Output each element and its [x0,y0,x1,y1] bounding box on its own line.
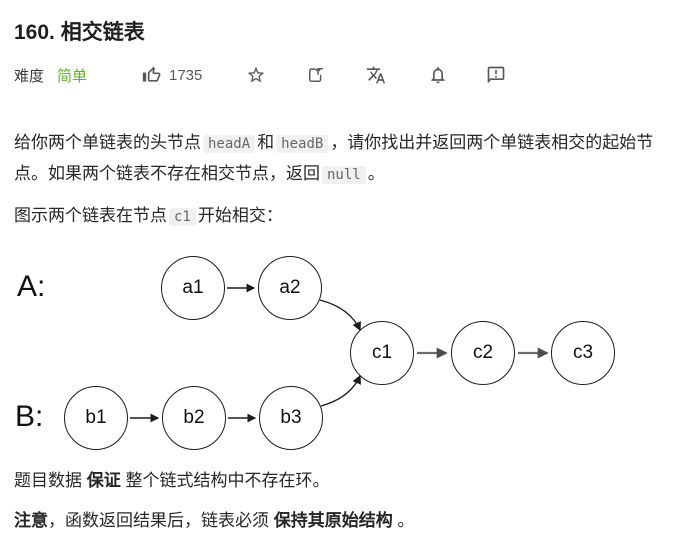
node-label: c1 [371,342,393,363]
note-text: ，函数返回结果后，链表必须 [48,511,274,530]
note-bold: 保证 [86,471,121,490]
statement-text: 。 [367,164,385,183]
arrow-a2-c1 [319,299,361,332]
subscribe-button[interactable] [428,62,448,88]
note-text: 整个链式结构中不存在环。 [120,471,330,490]
caption-text: 图示两个链表在节点 [14,206,167,225]
statement-text: 和 [257,133,275,152]
favorite-button[interactable] [246,62,266,88]
node-label: c3 [572,342,594,363]
translate-icon [366,66,386,84]
caption-text: 开始相交： [197,206,283,225]
translate-button[interactable] [366,62,386,88]
arrow-b3-c1 [320,374,361,407]
inline-code-headB: headB [276,135,329,153]
statement-text: 给你两个单链表的头节点 [14,133,201,152]
feedback-button[interactable] [486,62,506,88]
bell-icon [431,67,445,84]
diagram-arrows [130,283,549,423]
node-a1: a1 [161,256,225,320]
node-label: a2 [279,277,301,298]
like-button[interactable]: 1735 [142,62,202,88]
note-text: 。 [392,511,415,530]
node-label: b2 [183,407,205,428]
node-label: b3 [280,407,302,428]
statement-text: ，请你找出并返回两个单链表相交的起始节点。如果两个链表不存在相交节点，返回 [14,133,654,183]
note-bold: 保持其原始结构 [273,511,393,530]
difficulty-badge: 简单 [57,67,88,85]
star-icon [247,66,265,83]
note-bold: 注意 [14,511,48,530]
linked-list-diagram: A: B: a1 a2 c1 c2 c3 b1 b2 b3 [0,240,674,460]
thumbs-up-icon [142,66,161,82]
share-icon [309,68,323,82]
meta-row: 难度 简单 1735 [0,62,674,88]
node-b2: b2 [162,386,226,450]
node-a2: a2 [258,256,322,320]
node-label: a1 [182,277,204,298]
note-text: 题目数据 [14,471,87,490]
node-c1: c1 [350,321,414,385]
node-label: b1 [85,407,107,428]
node-label: c2 [472,342,494,363]
node-c2: c2 [451,321,515,385]
inline-code-null: null [322,166,366,184]
difficulty-label: 难度 [14,67,45,85]
feedback-icon [487,66,505,84]
node-b1: b1 [64,386,128,450]
page-title: 160. 相交链表 [14,21,145,44]
share-button[interactable] [306,62,326,88]
list-a-label: A: [17,270,46,303]
inline-code-c1: c1 [169,208,196,226]
inline-code-headA: headA [203,135,256,153]
node-b3: b3 [259,386,323,450]
attention-note: 注意，函数返回结果后，链表必须 保持其原始结构 。 [14,506,664,536]
node-c3: c3 [551,321,615,385]
list-b-label: B: [15,400,44,433]
like-count: 1735 [169,66,203,84]
constraint-note: 题目数据 保证 整个链式结构中不存在环。 [14,466,664,496]
